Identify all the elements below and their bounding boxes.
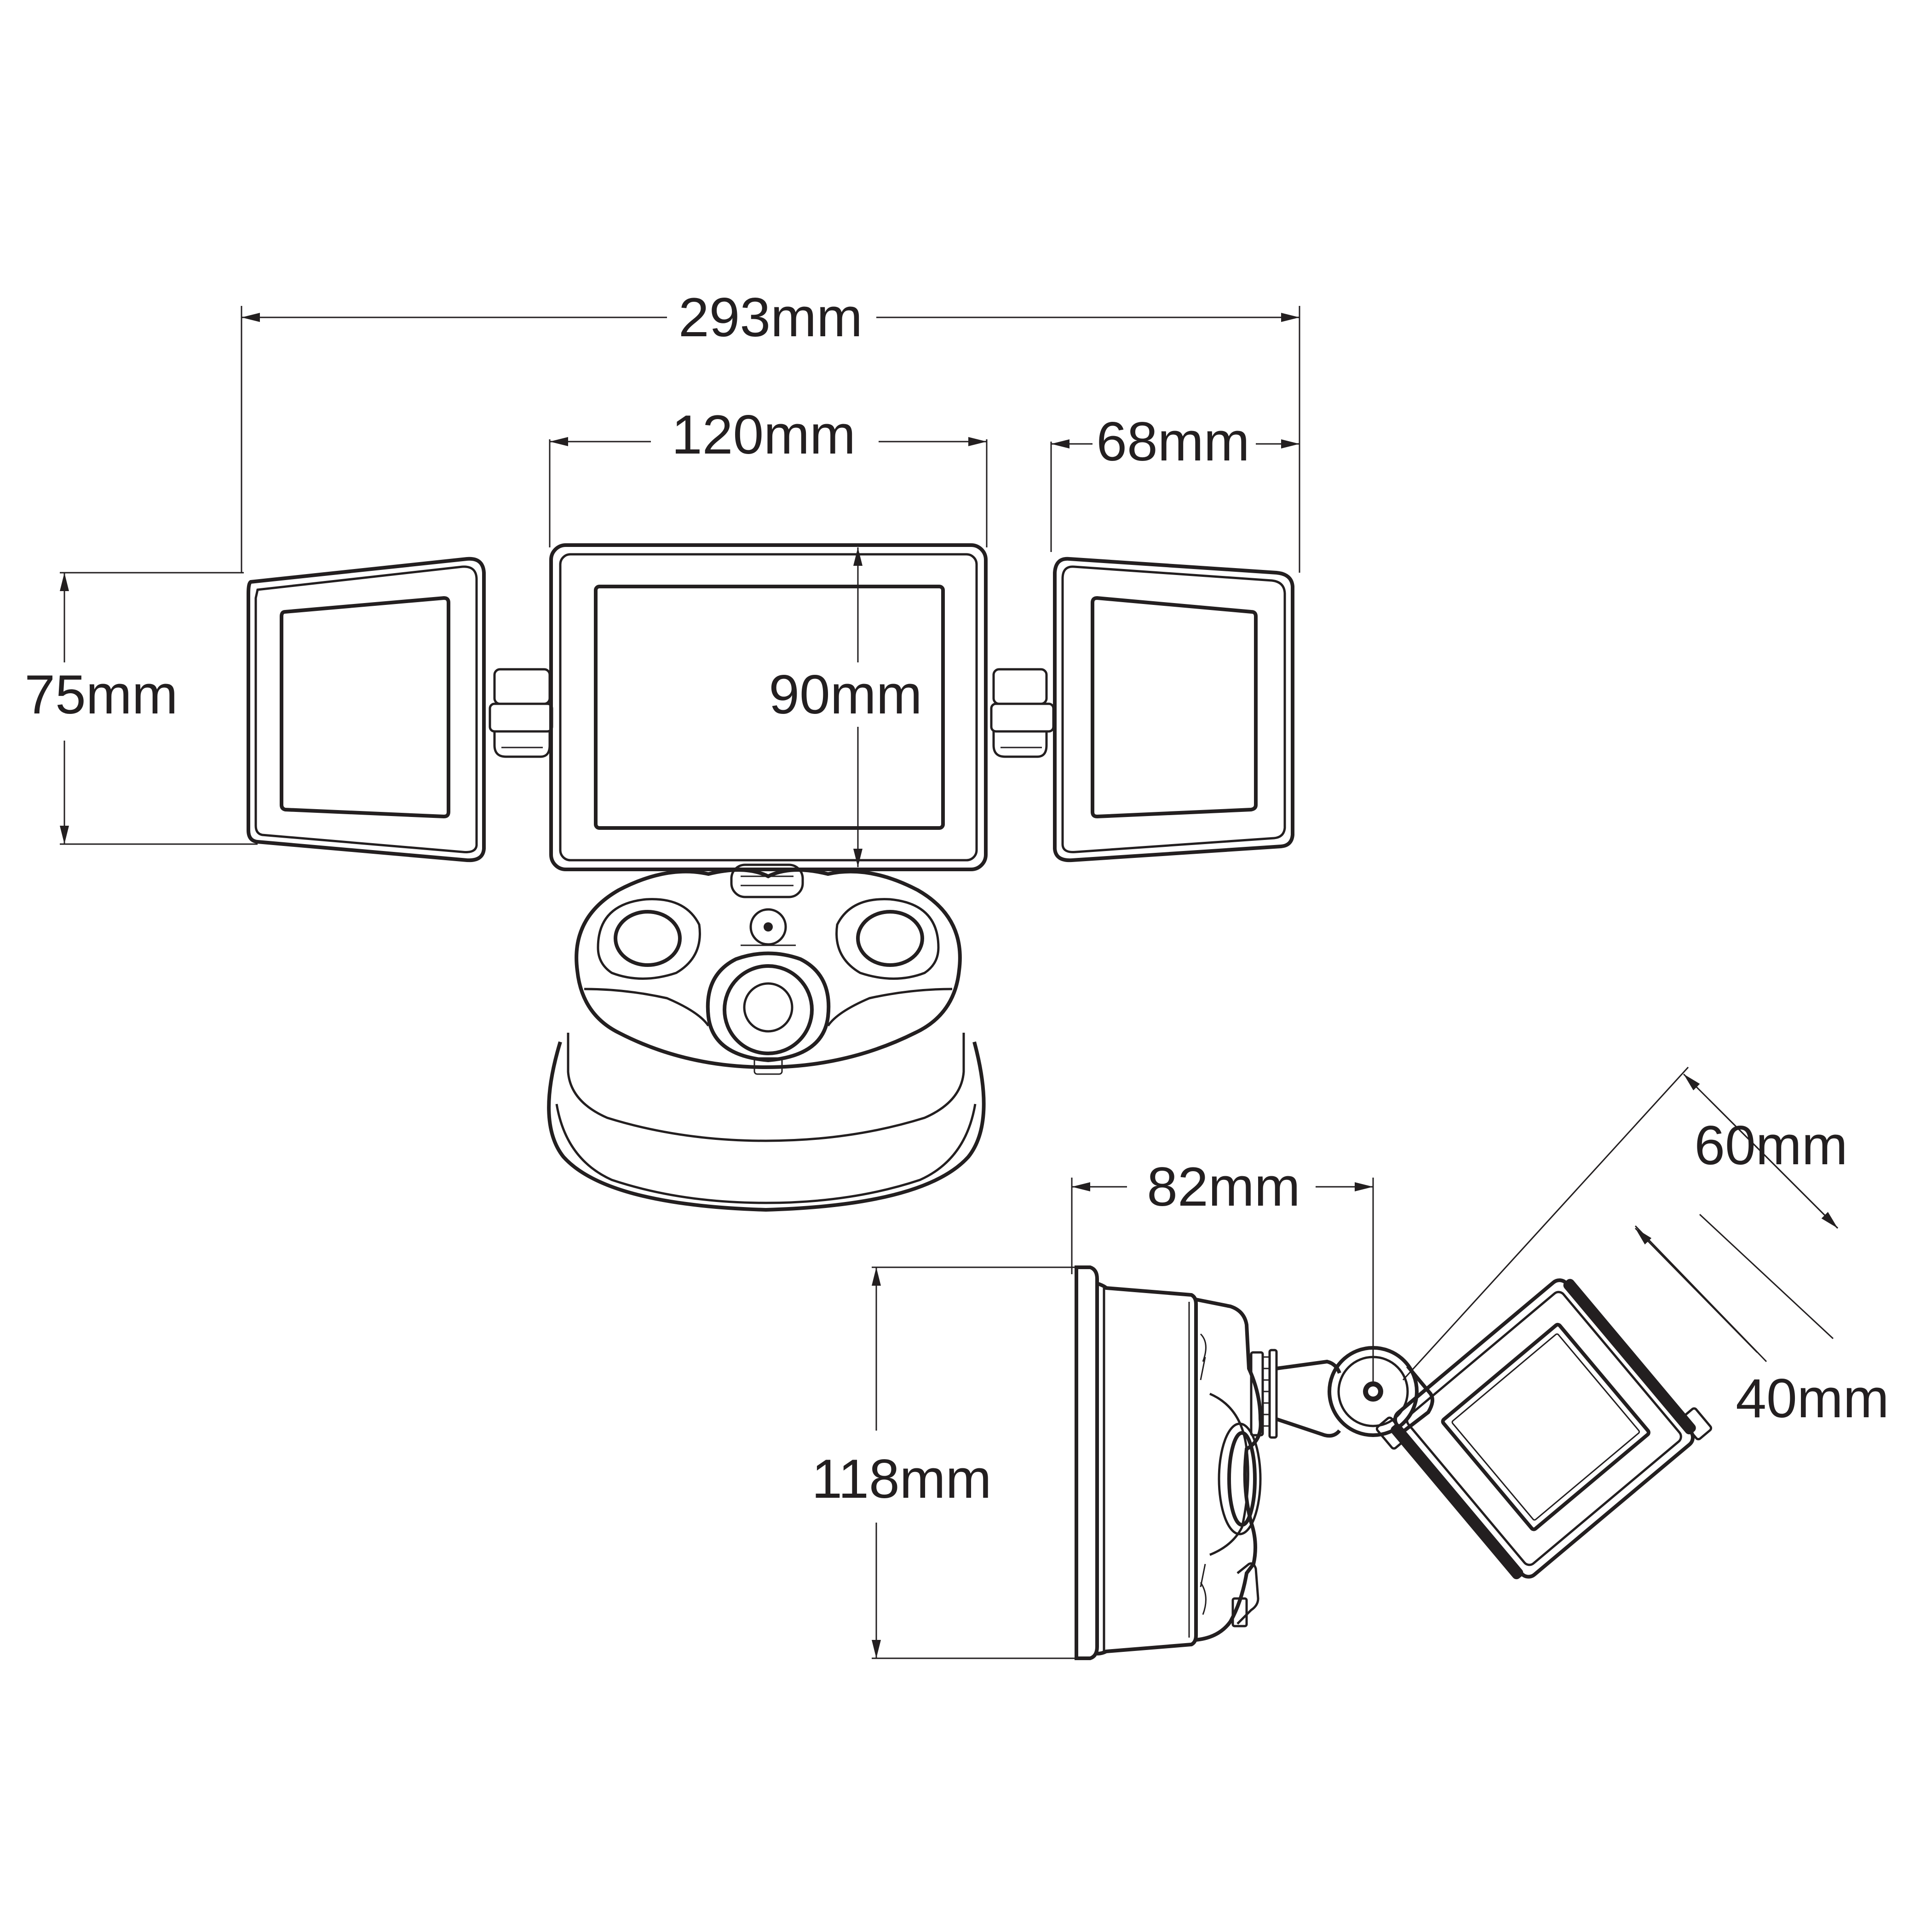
front-extension-lines [60, 306, 1300, 845]
overall-width-label: 293mm [678, 287, 862, 348]
side-head-width-label: 68mm [1096, 411, 1249, 472]
dimension-base-height: 118mm [811, 1267, 992, 1658]
center-light-head [549, 543, 988, 871]
left-light-head [247, 557, 486, 862]
dimension-center-head-width: 120mm [550, 404, 987, 466]
side-view: 82mm 118mm 60mm 40mm [811, 1066, 1889, 1660]
center-head-height-label: 90mm [769, 664, 922, 725]
dimension-head-depth: 40mm [1634, 1227, 1889, 1429]
tilted-light-head [1375, 1278, 1713, 1580]
base-depth-label: 82mm [1147, 1156, 1300, 1218]
dimension-head-height: 60mm [1683, 1073, 1848, 1229]
front-view: 293mm 120mm 68mm 75mm [24, 287, 1300, 1212]
head-depth-label: 40mm [1736, 1368, 1889, 1429]
dimension-side-head-width: 68mm [1051, 411, 1300, 472]
head-height-label: 60mm [1694, 1115, 1847, 1176]
base-side-profile [1075, 1265, 1278, 1660]
right-hinge [990, 668, 1055, 758]
side-head-height-label: 75mm [24, 664, 178, 725]
center-head-width-label: 120mm [672, 404, 856, 466]
side-extension-lines [872, 1066, 1834, 1659]
dimension-side-head-height: 75mm [24, 573, 178, 844]
motion-sensor-base [547, 863, 986, 1212]
left-hinge [489, 668, 553, 758]
pivot-arm [1276, 1346, 1434, 1438]
base-height-label: 118mm [811, 1448, 991, 1510]
dimension-base-depth: 82mm [1072, 1156, 1373, 1218]
dimension-overall-width: 293mm [242, 287, 1300, 348]
dimension-center-head-height: 90mm [769, 547, 922, 867]
right-light-head [1053, 557, 1294, 862]
